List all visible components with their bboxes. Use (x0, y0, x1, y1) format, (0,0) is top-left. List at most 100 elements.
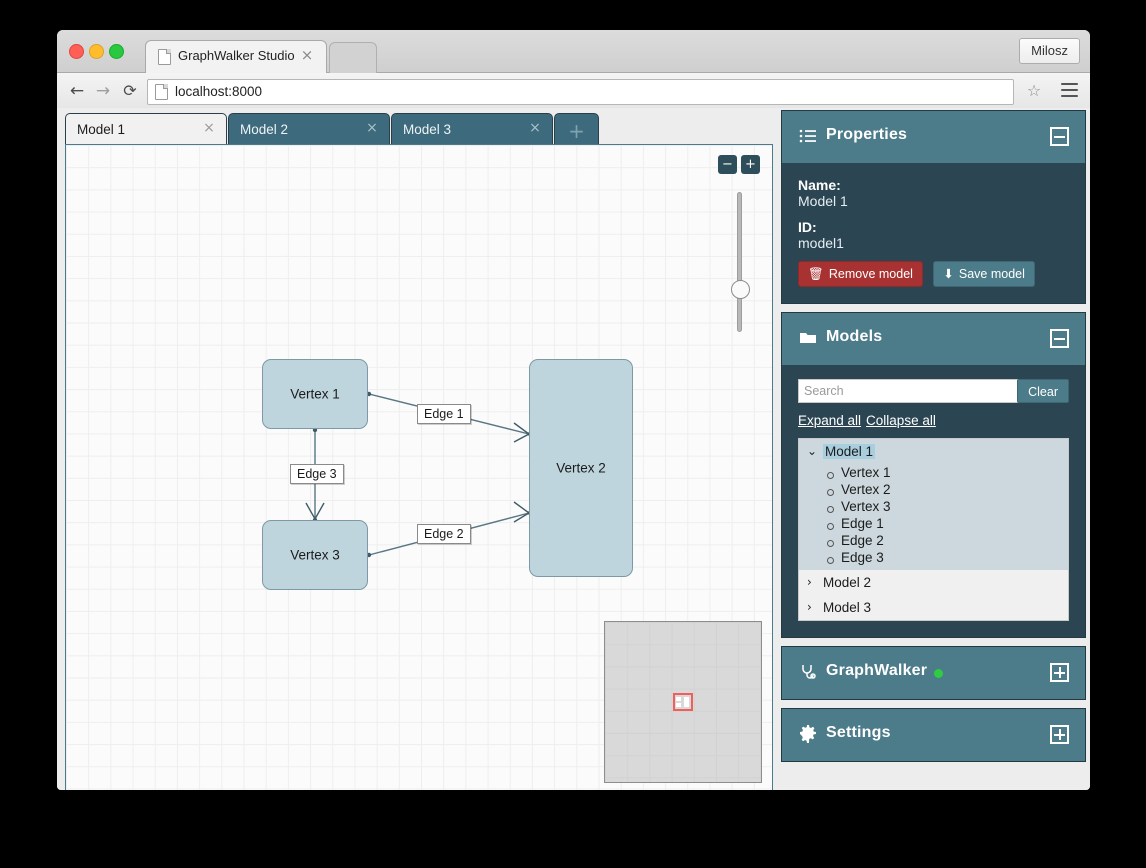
tree-item-label: Model 1 (823, 444, 876, 459)
add-model-tab-button[interactable]: + (554, 113, 599, 145)
settings-panel-header[interactable]: Settings (782, 709, 1085, 761)
chevron-right-icon[interactable]: › (807, 600, 812, 614)
tree-item-model-1[interactable]: ⌄ Model 1 (799, 439, 1068, 464)
graphwalker-panel: GraphWalker (781, 646, 1086, 700)
hamburger-menu-icon[interactable] (1061, 83, 1078, 98)
tree-item-label: Vertex 3 (841, 499, 891, 514)
browser-tab-close-icon[interactable]: × (300, 46, 314, 64)
model-tab-label: Model 1 (77, 122, 126, 137)
name-value: Model 1 (798, 193, 848, 209)
reload-icon[interactable]: ⟳ (123, 81, 137, 100)
tree-item-model-3[interactable]: › Model 3 (799, 595, 1068, 620)
remove-model-label: Remove model (828, 267, 913, 281)
panel-title: Models (826, 328, 883, 345)
id-label: ID: (798, 219, 817, 235)
zoom-in-button[interactable]: + (741, 155, 760, 174)
minimap-grid (605, 622, 761, 782)
settings-panel: Settings (781, 708, 1086, 762)
model-tab-2[interactable]: Model 2 × (228, 113, 390, 145)
expand-toggle-icon[interactable] (1050, 663, 1069, 682)
model-tab-1[interactable]: Model 1 × (65, 113, 227, 145)
edge-label[interactable]: Edge 3 (290, 464, 344, 484)
tree-item-edge-3[interactable]: Edge 3 (799, 549, 1068, 570)
minimap-node (676, 703, 681, 707)
plus-icon: + (568, 119, 585, 143)
edge-label[interactable]: Edge 2 (417, 524, 471, 544)
expand-toggle-icon[interactable] (1050, 725, 1069, 744)
trash-icon: 🗑 (808, 266, 824, 281)
collapse-toggle-icon[interactable] (1050, 127, 1069, 146)
vertex-label: Vertex 1 (290, 386, 340, 402)
tree-item-label: Edge 1 (841, 516, 884, 531)
minimap-viewport-rect[interactable] (673, 693, 693, 711)
tree-item-edge-1[interactable]: Edge 1 (799, 515, 1068, 532)
edge-label[interactable]: Edge 1 (417, 404, 471, 424)
page-icon (158, 49, 171, 65)
tree-item-vertex-3[interactable]: Vertex 3 (799, 498, 1068, 515)
browser-titlebar: GraphWalker Studio × Milosz (57, 30, 1090, 73)
name-label: Name: (798, 177, 841, 193)
back-icon[interactable]: ← (69, 81, 85, 101)
model-tab-3[interactable]: Model 3 × (391, 113, 553, 145)
tree-item-label: Model 3 (823, 600, 872, 615)
forward-icon[interactable]: → (95, 81, 111, 101)
tree-item-model-2[interactable]: › Model 2 (799, 570, 1068, 595)
tree-item-label: Vertex 1 (841, 465, 891, 480)
browser-tab-title: GraphWalker Studio (178, 48, 295, 63)
minimap[interactable] (604, 621, 762, 783)
window-minimize-button[interactable] (89, 44, 104, 59)
tree-item-label: Edge 3 (841, 550, 884, 565)
browser-tab[interactable]: GraphWalker Studio × (145, 40, 327, 73)
models-panel-body: Clear Expand all Collapse all ⌄ Model 1 V… (782, 365, 1085, 637)
browser-window: GraphWalker Studio × Milosz ← → ⟳ localh… (57, 30, 1090, 790)
tree-group: › Model 3 (799, 595, 1068, 620)
vertex-node[interactable]: Vertex 3 (262, 520, 368, 590)
models-panel-header[interactable]: Models (782, 313, 1085, 365)
model-tab-close-icon[interactable]: × (366, 120, 378, 136)
minimap-node (676, 697, 681, 701)
model-tab-label: Model 3 (403, 122, 452, 137)
id-value: model1 (798, 235, 844, 251)
page-viewport: Model 1 × Model 2 × Model 3 × + (57, 108, 1090, 790)
graph-canvas[interactable]: Vertex 1 Vertex 2 Vertex 3 Edge 1 Edge 2… (65, 144, 773, 790)
vertex-node[interactable]: Vertex 1 (262, 359, 368, 429)
panel-title: Settings (826, 724, 891, 741)
search-row: Clear (798, 379, 1069, 403)
new-browser-tab-button[interactable] (329, 42, 377, 73)
gear-icon (799, 725, 817, 743)
zoom-slider-handle[interactable] (731, 280, 750, 299)
tree-item-vertex-1[interactable]: Vertex 1 (799, 464, 1068, 481)
window-maximize-button[interactable] (109, 44, 124, 59)
tree-item-edge-2[interactable]: Edge 2 (799, 532, 1068, 549)
save-model-label: Save model (958, 267, 1025, 281)
sidebar: Properties Name: Model 1 ID: model1 🗑 Rem… (781, 110, 1086, 770)
model-tab-close-icon[interactable]: × (529, 120, 541, 136)
panel-title: GraphWalker (826, 662, 928, 679)
graphwalker-panel-header[interactable]: GraphWalker (782, 647, 1085, 699)
search-input[interactable] (798, 379, 1031, 403)
collapse-all-link[interactable]: Collapse all (866, 413, 936, 428)
collapse-toggle-icon[interactable] (1050, 329, 1069, 348)
remove-model-button[interactable]: 🗑 Remove model (798, 261, 923, 287)
chevron-down-icon[interactable]: ⌄ (807, 444, 818, 458)
clear-search-button[interactable]: Clear (1017, 379, 1069, 403)
status-badge (934, 669, 943, 678)
tree-group: › Model 2 (799, 570, 1068, 595)
window-close-button[interactable] (69, 44, 84, 59)
vertex-node[interactable]: Vertex 2 (529, 359, 633, 577)
tree-item-vertex-2[interactable]: Vertex 2 (799, 481, 1068, 498)
zoom-out-button[interactable]: − (718, 155, 737, 174)
bookmark-star-icon[interactable]: ☆ (1026, 81, 1042, 100)
profile-button[interactable]: Milosz (1019, 38, 1080, 64)
properties-panel: Properties Name: Model 1 ID: model1 🗑 Rem… (781, 110, 1086, 304)
expand-all-link[interactable]: Expand all (798, 413, 862, 428)
save-model-button[interactable]: ⬇Save model (933, 261, 1035, 287)
list-icon (799, 127, 817, 145)
zoom-slider-track[interactable] (737, 192, 742, 332)
properties-panel-header[interactable]: Properties (782, 111, 1085, 163)
model-tab-close-icon[interactable]: × (203, 120, 215, 136)
chevron-right-icon[interactable]: › (807, 575, 812, 589)
panel-title: Properties (826, 126, 908, 143)
minimap-node (684, 697, 689, 707)
address-bar[interactable]: localhost:8000 (147, 79, 1014, 105)
